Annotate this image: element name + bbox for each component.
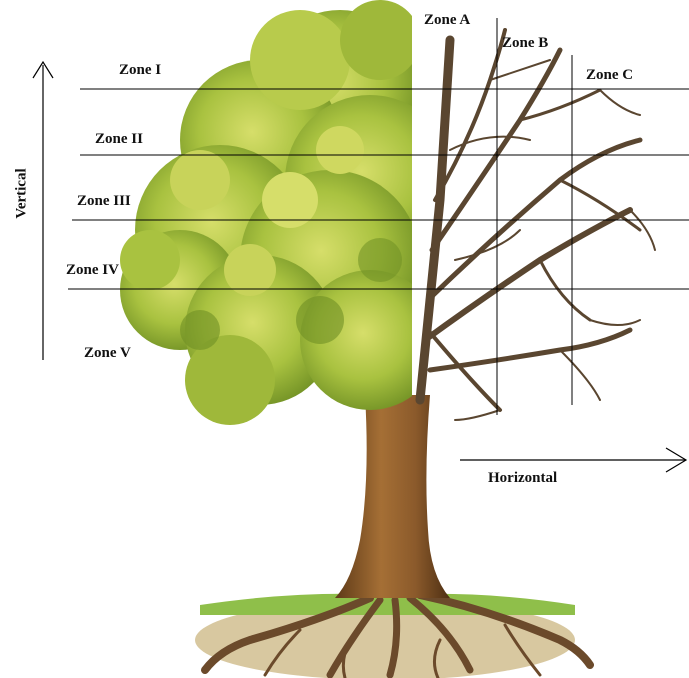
foliage [120, 0, 455, 425]
zone-label-a: Zone A [424, 12, 470, 29]
zone-label-c: Zone C [586, 67, 633, 84]
zone-label-ii: Zone II [95, 131, 143, 148]
vertical-axis-label: Vertical [14, 168, 31, 218]
trunk [335, 395, 450, 598]
vertical-axis-arrow [33, 62, 53, 360]
zone-label-v: Zone V [84, 345, 131, 362]
zone-label-iv: Zone IV [66, 262, 119, 279]
zone-label-i: Zone I [119, 62, 161, 79]
horizontal-axis-arrow [460, 448, 686, 472]
zone-label-iii: Zone III [77, 193, 131, 210]
zone-label-b: Zone B [502, 35, 548, 52]
horizontal-axis-label: Horizontal [488, 470, 557, 487]
